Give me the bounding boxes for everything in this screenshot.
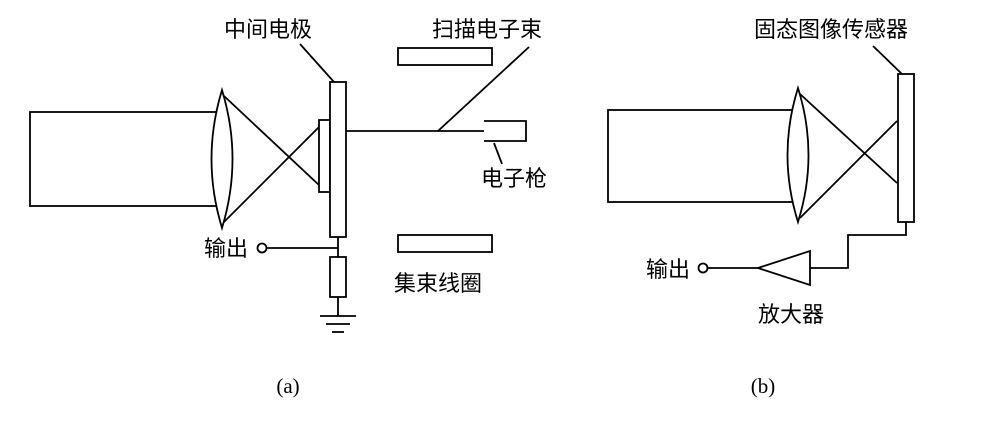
amplifier-symbol	[755, 249, 811, 287]
label-output-a: 输出	[204, 236, 248, 261]
intermediate-electrode-plate	[329, 81, 347, 238]
leader-electron-gun	[493, 142, 503, 165]
leader-solid-state-sensor	[872, 45, 903, 75]
leader-scanning-beam	[437, 46, 530, 132]
electron-gun-symbol	[484, 120, 527, 142]
output-terminal-b	[697, 262, 709, 274]
lens-icon-b	[786, 84, 810, 226]
focusing-coil-bottom	[397, 234, 493, 253]
light-ray-bottom-b	[799, 120, 898, 219]
panel-b-diagram	[607, 45, 915, 287]
label-focusing-coil: 集束线圈	[394, 271, 482, 296]
label-output-b: 输出	[646, 257, 690, 282]
camera-tube-body	[29, 111, 223, 207]
light-ray-top	[223, 95, 321, 187]
camera-body	[607, 109, 799, 203]
light-ray-top-b	[799, 93, 898, 184]
panel-a-diagram	[29, 43, 530, 333]
sensor-to-amplifier-wire	[810, 222, 907, 269]
load-resistor	[329, 256, 347, 298]
label-solid-state-image-sensor: 固态图像传感器	[754, 17, 908, 42]
leader-intermediate-electrode	[299, 43, 335, 83]
label-intermediate-electrode: 中间电极	[224, 17, 312, 42]
label-amplifier: 放大器	[758, 302, 824, 327]
caption-a: (a)	[276, 374, 299, 398]
caption-b: (b)	[751, 374, 776, 398]
lens-icon	[210, 86, 234, 232]
target-plate	[318, 119, 331, 193]
label-electron-gun: 电子枪	[481, 166, 547, 191]
output-terminal-a	[256, 242, 268, 254]
focusing-coil-top	[397, 47, 493, 66]
label-scanning-electron-beam: 扫描电子束	[432, 17, 542, 42]
solid-state-sensor-plate	[897, 73, 915, 223]
light-ray-bottom	[223, 125, 321, 223]
